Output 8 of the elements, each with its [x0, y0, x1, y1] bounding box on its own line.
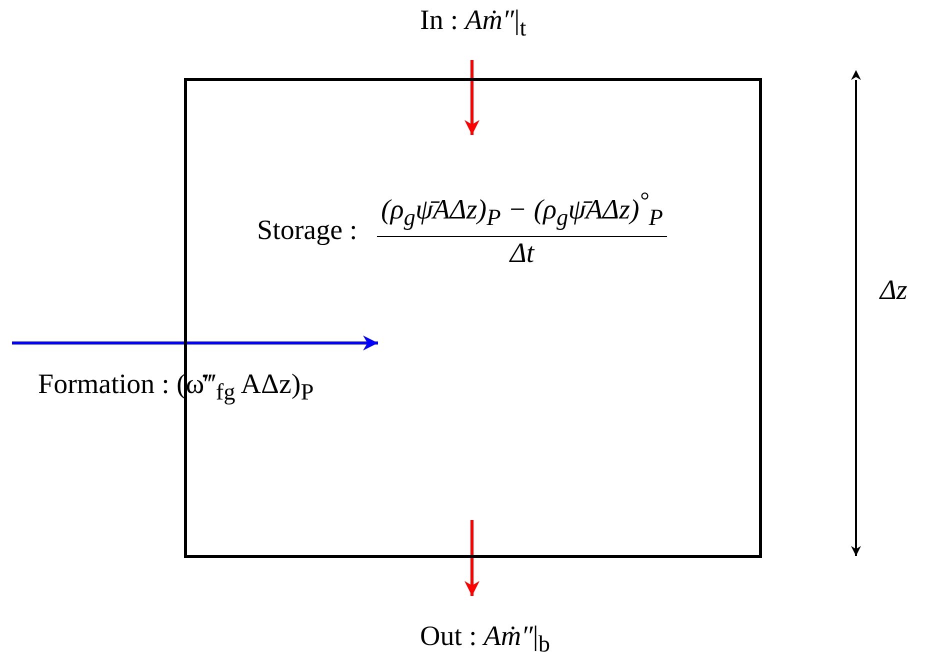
storage-denominator: Δt [510, 239, 534, 270]
dimension-label: Δz [880, 276, 908, 307]
storage-label: Storage : [257, 216, 358, 247]
arrow [464, 520, 480, 596]
outflow-label: Out : Aṁ″|$_{b}$ [420, 622, 550, 658]
inflow-label: In : Aṁ″|$_{t}$ [420, 6, 526, 42]
arrow [12, 336, 378, 350]
arrow [464, 60, 480, 135]
